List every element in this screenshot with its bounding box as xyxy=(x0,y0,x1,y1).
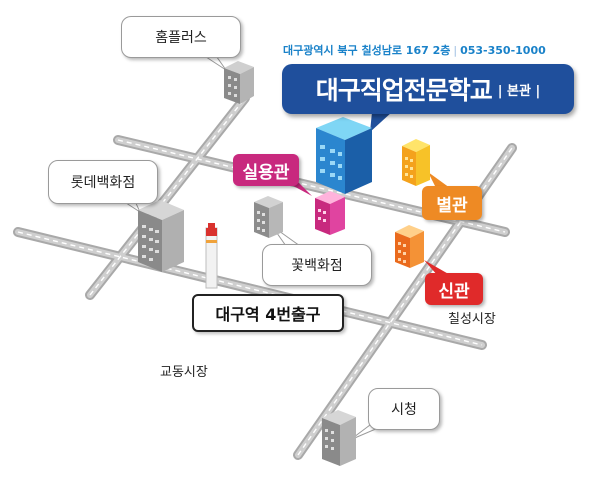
school-name: 대구직업전문학교 xyxy=(315,76,493,105)
lotte-building xyxy=(138,200,184,272)
cityhall-building xyxy=(322,410,356,466)
cityhall-label: 시청 xyxy=(368,388,440,430)
address-separator: | xyxy=(453,44,458,57)
gyodong-market-label: 교동시장 xyxy=(160,365,208,380)
annex-building xyxy=(402,139,430,186)
homeplus-label: 홈플러스 xyxy=(121,16,241,58)
roads xyxy=(13,93,517,460)
practical-building xyxy=(315,191,345,235)
new-building xyxy=(395,225,424,268)
station-exit-label: 대구역 4번출구 xyxy=(192,294,344,332)
tag-tail-new xyxy=(424,260,452,276)
flower-dept-label: 꽃백화점 xyxy=(262,244,372,286)
banner-tail xyxy=(370,112,392,132)
homeplus-building xyxy=(224,61,254,104)
main-building xyxy=(316,117,372,194)
station-exit-marker xyxy=(205,223,218,289)
school-phone: 053-350-1000 xyxy=(460,44,546,57)
main-building-label-wrap: | 본관 | xyxy=(497,83,541,99)
new-building-tag: 신관 xyxy=(425,273,483,305)
tag-tail-annex xyxy=(428,172,450,188)
school-address-line: 대구광역시 북구 칠성남로 167 2층|053-350-1000 xyxy=(283,42,546,58)
main-building-banner: 대구직업전문학교 | 본관 | xyxy=(282,64,574,114)
flower-store-building xyxy=(254,196,283,238)
lotte-dept-label: 롯데백화점 xyxy=(48,160,158,204)
annex-building-tag: 별관 xyxy=(422,186,482,220)
main-building-label: 본관 xyxy=(507,83,531,99)
practical-building-tag: 실용관 xyxy=(233,154,299,186)
chilseong-market-label: 칠성시장 xyxy=(448,312,496,327)
school-address: 대구광역시 북구 칠성남로 167 2층 xyxy=(283,44,451,57)
